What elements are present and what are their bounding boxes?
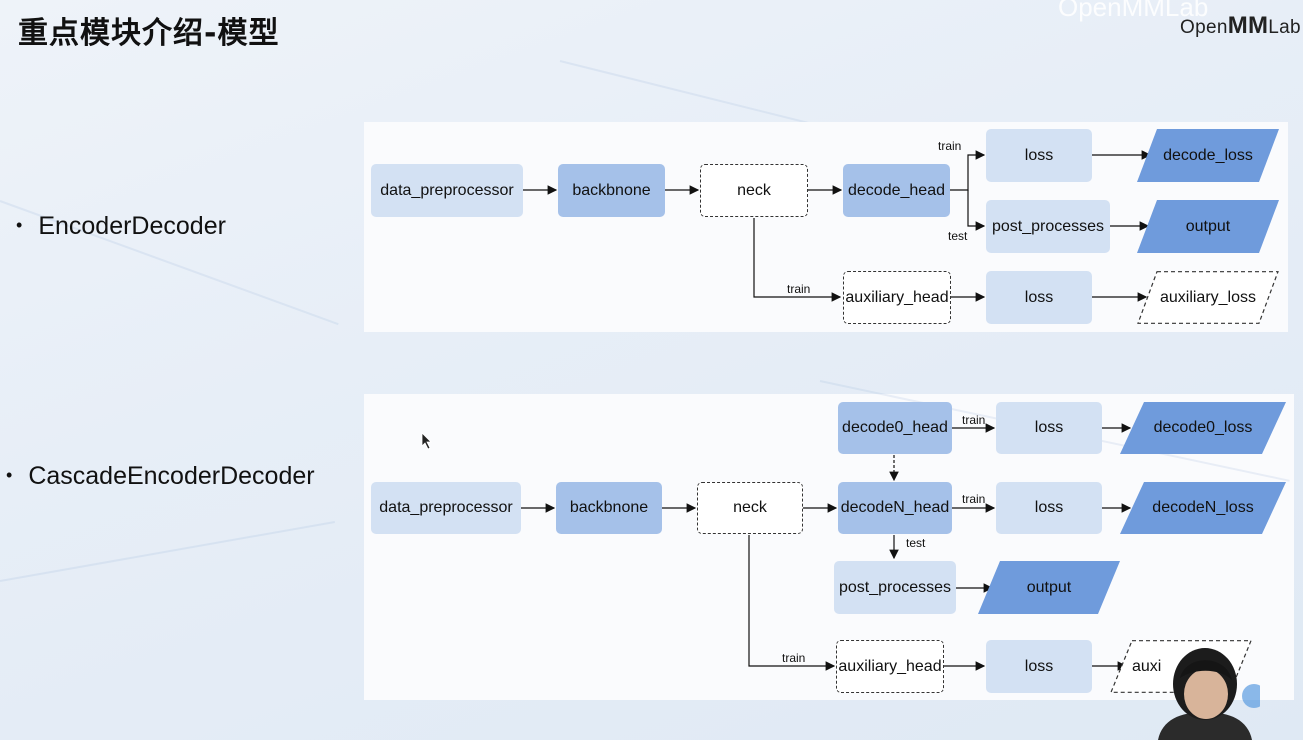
edge-label-train: train: [787, 282, 811, 296]
bullet-dot: •: [6, 465, 13, 485]
decode0-loss-label: decode0_loss: [1153, 419, 1253, 436]
loss-node: loss: [986, 129, 1092, 182]
backbone-node: backbnone: [558, 164, 665, 217]
brand-text-left: Open: [1180, 17, 1228, 38]
data-preprocessor-node: data_preprocessor: [371, 164, 523, 217]
loss-node: loss: [996, 402, 1102, 454]
edge-label-train: train: [782, 651, 806, 665]
output-node: output: [1137, 200, 1279, 253]
decodeN-head-node: decodeN_head: [838, 482, 952, 534]
mouse-cursor-icon: [421, 432, 432, 450]
edge-label-train: train: [962, 413, 986, 427]
neck-node: neck: [697, 482, 803, 534]
edge-label-train: train: [962, 492, 986, 506]
auxiliary-loss-output: auxiliary_loss: [1137, 271, 1279, 324]
brand-text-right: Lab: [1268, 17, 1301, 38]
decodeN-loss-label: decodeN_loss: [1152, 499, 1254, 516]
bullet-label: EncoderDecoder: [38, 212, 226, 240]
auxiliary-head-node: auxiliary_head: [843, 271, 951, 324]
output-label: output: [1026, 578, 1072, 596]
neck-node: neck: [700, 164, 808, 217]
decode-loss-label: decode_loss: [1163, 146, 1253, 164]
edge-label-test: test: [906, 536, 926, 550]
edge-label-test: test: [948, 229, 968, 243]
post-processes-node: post_processes: [834, 561, 956, 614]
brand-logo: OpenMMLab: [1180, 12, 1301, 40]
presenter-video-icon: [1158, 648, 1260, 740]
loss-node: loss: [996, 482, 1102, 534]
bullet-dot: •: [16, 215, 23, 235]
backbone-node: backbnone: [556, 482, 662, 534]
bullet-label: CascadeEncoderDecoder: [28, 462, 315, 490]
brand-watermark: OpenMMLab: [1058, 0, 1209, 22]
decode0-loss-output: decode0_loss: [1120, 402, 1286, 454]
output-node: output: [978, 561, 1120, 614]
auxiliary-head-node: auxiliary_head: [836, 640, 944, 693]
bullet-cascade-encoder-decoder: • CascadeEncoderDecoder: [6, 462, 315, 491]
output-label: output: [1185, 217, 1231, 235]
decode0-head-node: decode0_head: [838, 402, 952, 454]
auxiliary-loss-label: auxi: [1132, 657, 1162, 675]
decodeN-loss-output: decodeN_loss: [1120, 482, 1286, 534]
bullet-encoder-decoder: • EncoderDecoder: [16, 212, 226, 241]
brand-text-mm: MM: [1227, 12, 1269, 39]
slide-title: 重点模块介绍-模型: [18, 16, 280, 51]
data-preprocessor-node: data_preprocessor: [371, 482, 521, 534]
decode-loss-output: decode_loss: [1137, 129, 1279, 182]
post-processes-node: post_processes: [986, 200, 1110, 253]
loss-node: loss: [986, 271, 1092, 324]
auxiliary-loss-label: auxiliary_loss: [1159, 288, 1257, 306]
edge-label-train: train: [938, 139, 962, 153]
loss-node: loss: [986, 640, 1092, 693]
decode-head-node: decode_head: [843, 164, 950, 217]
